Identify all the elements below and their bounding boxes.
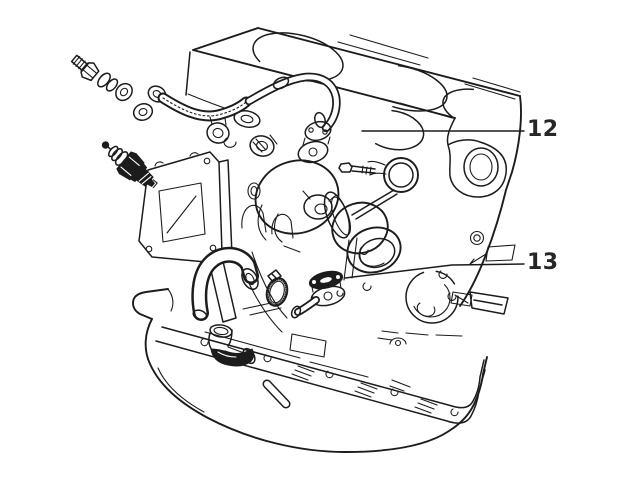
cylinder-head-deck [185, 27, 522, 132]
turbo-oil-feed-pipe [70, 54, 341, 157]
engine-block [236, 95, 522, 337]
oil-drain-flange [290, 270, 346, 319]
turbocharger [252, 120, 419, 274]
oil-pan [132, 288, 488, 453]
spark-plug [101, 141, 158, 189]
turbo-inlet-boss [361, 109, 425, 151]
callout-13-label: 13 [527, 250, 559, 275]
hose-clamp [242, 269, 289, 316]
callout-12-label: 12 [527, 117, 559, 142]
wastegate-actuator [351, 157, 419, 220]
oil-return-hose [191, 246, 259, 321]
drain-elbow-fitting [208, 324, 256, 367]
callout-leaders [344, 130, 525, 279]
callout-13-leader [344, 263, 525, 279]
